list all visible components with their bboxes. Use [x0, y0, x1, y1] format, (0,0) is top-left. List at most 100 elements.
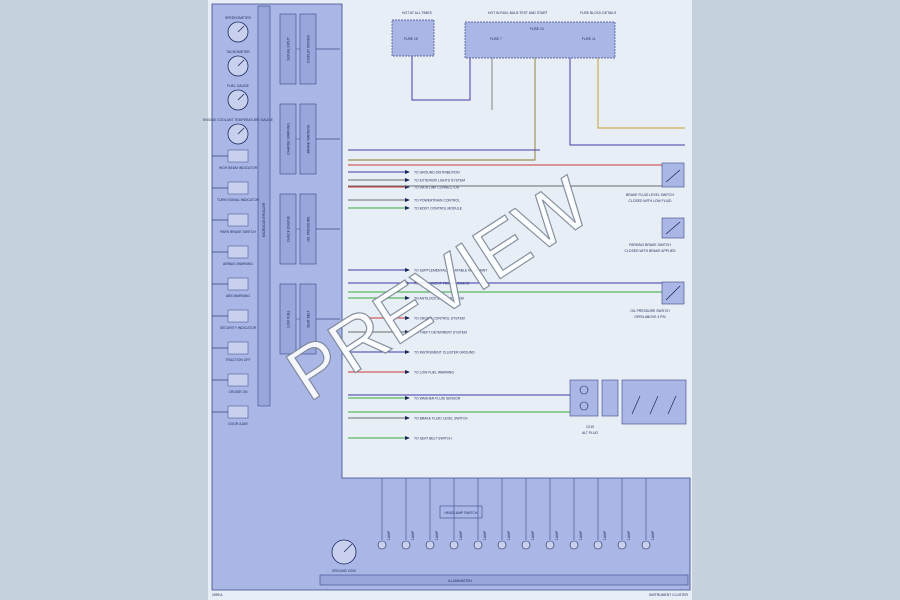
- bottom-lamp: [425, 540, 435, 550]
- bottom-lamp: [473, 540, 483, 550]
- left-indicator-box: [227, 373, 249, 387]
- signal-arrow: [405, 206, 410, 210]
- right-comp-3-name: OIL PRESSURE SWITCH: [630, 309, 670, 313]
- top-fuse-block-label: FUSE 10: [530, 27, 544, 31]
- signal-label: TO EXTERIOR LIGHTS SYSTEM: [414, 178, 465, 182]
- bottom-lamp: [545, 540, 555, 550]
- signal-label: TO INSTRUMENT CLUSTER GROUND: [414, 350, 475, 354]
- signal-label: TO SUPPLEMENTAL INFLATABLE RESTRAINT: [414, 268, 487, 272]
- bottom-lamp-label: LAMP: [531, 530, 535, 540]
- left-indicator-label: DOOR AJAR: [228, 422, 248, 426]
- cluster-block-label: BRAKE WARNING: [307, 124, 311, 153]
- signal-arrow: [405, 396, 410, 400]
- cluster-blocks-group: SIGNAL INPUT DISPLAY DRIVER CHARGE WARNING…: [279, 13, 340, 355]
- left-indicator-label: HIGH BEAM INDICATOR: [219, 166, 258, 170]
- right-comp-4-sub: ALT PLUG: [582, 431, 598, 435]
- signal-label: TO THEFT DETERRENT SYSTEM: [414, 330, 467, 334]
- bottom-lamp-label: LAMP: [651, 530, 655, 540]
- left-indicator-box: [227, 245, 249, 259]
- right-comp-2-sub: CLOSED WITH BRAKE APPLIED: [624, 249, 676, 253]
- bottom-lamp: [641, 540, 651, 550]
- bottom-section: HEADLAMP SWITCH LAMP LAMP LAMP LAMP LAMP LAMP…: [331, 478, 655, 573]
- bottom-lamp: [449, 540, 459, 550]
- signal-label: TO WASHER FLUID SENSOR: [414, 396, 461, 400]
- left-labels-group: HIGH BEAM INDICATOR TURN SIGNAL INDICATOR…: [212, 149, 260, 426]
- footer-right: INSTRUMENT CLUSTER: [649, 593, 688, 597]
- left-indicator-label: TRACTION OFF: [225, 358, 250, 362]
- gauge-needle: [237, 25, 245, 33]
- bottom-lamp-label: LAMP: [507, 530, 511, 540]
- gauge-label: FUEL GAUGE: [227, 84, 249, 88]
- signal-label: TO LOW FUEL WARNING: [414, 370, 454, 374]
- signal-label: TO ANTILOCK BRAKE SYSTEM: [414, 296, 464, 300]
- cluster-block-label: DISPLAY DRIVER: [307, 35, 311, 63]
- signal-arrow: [405, 436, 410, 440]
- gauge-label: SPEEDOMETER: [225, 16, 252, 20]
- gauge-needle: [237, 59, 245, 67]
- bottom-lamp-label: LAMP: [555, 530, 559, 540]
- right-comp-4-name: C219: [586, 425, 594, 429]
- right-components: BRAKE FLUID LEVEL SWITCH CLOSED WITH LOW…: [569, 162, 687, 435]
- bottom-lamp: [497, 540, 507, 550]
- signal-arrow: [405, 170, 410, 174]
- top-conn-2-title: HOT IN RUN, BULB TEST AND START: [488, 11, 548, 15]
- left-indicator-label: SECURITY INDICATOR: [220, 326, 257, 330]
- bottom-lamp-label: LAMP: [387, 530, 391, 540]
- gauge-label: ENGINE COOLANT TEMPERATURE GAUGE: [203, 118, 273, 122]
- gauge-label: TACHOMETER: [226, 50, 250, 54]
- top-conn-3-title: FUSE BLOCK DETAILS: [580, 11, 617, 15]
- signal-label: TO GROUND DISTRIBUTION: [414, 170, 460, 174]
- left-indicator-box: [227, 405, 249, 419]
- signal-label: TO POWERTRAIN CONTROL: [414, 198, 460, 202]
- signal-arrow: [405, 296, 410, 300]
- signal-arrow: [405, 316, 410, 320]
- signal-label: TO CRUISE CONTROL SYSTEM: [414, 316, 465, 320]
- signal-label: TO DATA LINK CONNECTOR: [414, 185, 460, 189]
- bottom-connector-label: HEADLAMP SWITCH: [445, 511, 478, 515]
- signal-arrow: [405, 330, 410, 334]
- signal-label: TO BODY CONTROL MODULE: [414, 206, 463, 210]
- gauge-needle: [237, 127, 245, 135]
- bottom-lamp: [377, 540, 387, 550]
- signal-label: TO SEAT BELT SWITCH: [414, 436, 452, 440]
- bottom-lamp: [401, 540, 411, 550]
- left-indicator-label: ABS WARNING: [226, 294, 250, 298]
- signal-arrow: [405, 178, 410, 182]
- bottom-ground-label: GROUND G200: [332, 569, 356, 573]
- cluster-block-label: OIL PRESSURE: [307, 216, 311, 242]
- bottom-lamp-label: LAMP: [411, 530, 415, 540]
- signal-label: TO BRAKE FLUID LEVEL SWITCH: [414, 416, 468, 420]
- top-conn-1-fuse: FUSE 15: [404, 37, 418, 41]
- bottom-lamp-label: LAMP: [459, 530, 463, 540]
- signal-arrow: [405, 268, 410, 272]
- left-indicator-box: [227, 341, 249, 355]
- left-indicator-box: [227, 149, 249, 163]
- left-indicator-label: CRUISE ON: [229, 390, 248, 394]
- cluster-block-label: CHECK ENGINE: [287, 215, 291, 242]
- bottom-bar-label: ILLUMINATION: [448, 579, 472, 583]
- signal-arrow: [405, 370, 410, 374]
- right-comp-1-name: BRAKE FLUID LEVEL SWITCH: [626, 193, 674, 197]
- cluster-block-label: SEAT BELT: [307, 310, 311, 328]
- gauges-group: SPEEDOMETER TACHOMETER FUEL GAUGE ENGINE CO…: [203, 16, 274, 145]
- gauge-needle: [237, 93, 245, 101]
- left-indicator-box: [227, 309, 249, 323]
- signal-wires-group: TO GROUND DISTRIBUTION TO EXTERIOR LIGHTS…: [348, 149, 662, 440]
- bottom-lamp-label: LAMP: [435, 530, 439, 540]
- left-indicator-label: TURN SIGNAL INDICATOR: [217, 198, 259, 202]
- cluster-block-label: SIGNAL INPUT: [287, 37, 291, 60]
- cluster-block-label: CHARGE WARNING: [287, 123, 291, 155]
- footer-left: 1999 A: [212, 593, 223, 597]
- left-indicator-box: [227, 277, 249, 291]
- bottom-lamp-label: LAMP: [579, 530, 583, 540]
- bottom-lamp-label: LAMP: [627, 530, 631, 540]
- bottom-lamp: [569, 540, 579, 550]
- bottom-lamp: [617, 540, 627, 550]
- signal-arrow: [405, 416, 410, 420]
- left-indicator-box: [227, 213, 249, 227]
- bottom-lamp-label: LAMP: [603, 530, 607, 540]
- top-fuse-section: FUSE 10 HOT AT ALL TIMES FUSE 15 HOT IN …: [348, 11, 685, 161]
- left-indicator-box: [227, 181, 249, 195]
- left-indicator-label: AIRBAG WARNING: [223, 262, 253, 266]
